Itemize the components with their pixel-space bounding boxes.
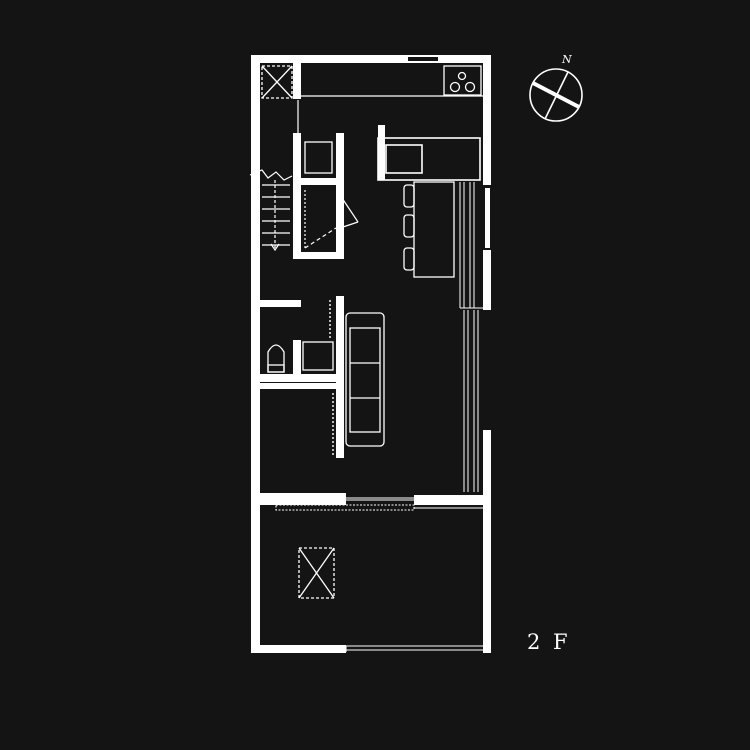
toilet-tank xyxy=(267,364,285,373)
island-wall xyxy=(378,125,385,180)
sofa-body xyxy=(345,312,385,447)
bath-wall-top xyxy=(260,300,301,307)
dining-table xyxy=(413,181,455,278)
void-cross-2 xyxy=(261,65,293,99)
bath-wall-right xyxy=(293,340,301,375)
wall-floor-divider-right xyxy=(414,495,491,505)
exterior-walls xyxy=(251,55,491,653)
chair-1 xyxy=(403,184,415,208)
hall-wall xyxy=(336,296,344,382)
stove-top xyxy=(443,65,482,96)
east-glazing xyxy=(459,182,483,492)
north-arrow-icon xyxy=(529,68,583,122)
wall-east-upper xyxy=(483,55,491,185)
wall-floor-divider-left xyxy=(251,493,346,505)
closet-wall-west xyxy=(293,133,301,258)
sofa xyxy=(345,312,385,447)
louvre-strip xyxy=(275,504,415,511)
south-glazing xyxy=(345,645,483,652)
wall-south-left xyxy=(251,645,346,653)
east-wall-pier-1 xyxy=(485,188,490,248)
stove-burner-3 xyxy=(457,71,467,81)
floor-label: 2 F xyxy=(527,630,571,654)
upper-closet-fixture xyxy=(304,141,333,174)
staircase xyxy=(249,169,293,252)
sofa-seat xyxy=(349,327,381,433)
toilet xyxy=(267,344,285,373)
stove xyxy=(443,65,482,96)
toilet-bowl xyxy=(267,344,285,373)
stove-burner-2 xyxy=(464,81,476,93)
bath-walls xyxy=(253,296,344,458)
door-swing xyxy=(304,190,359,250)
dining-table-set xyxy=(403,181,455,278)
void-box xyxy=(261,65,293,99)
closet-wall-mid xyxy=(293,178,344,185)
stove-burner-1 xyxy=(449,81,461,93)
kitchen-island xyxy=(377,125,481,181)
chair-3 xyxy=(403,247,415,271)
room-wall-top xyxy=(260,383,336,389)
room-wall-east xyxy=(336,382,344,458)
terrace-door xyxy=(275,497,483,511)
wall-west xyxy=(251,55,260,653)
wall-east-mid xyxy=(483,250,491,310)
bath-window xyxy=(253,312,257,332)
wash-basin xyxy=(302,341,334,371)
bath-wall-bottom xyxy=(260,374,344,382)
closet-wall-bottom xyxy=(293,252,344,259)
island-sink xyxy=(385,144,423,174)
partition-top xyxy=(293,63,301,99)
chair-2 xyxy=(403,214,415,238)
wall-east-terrace xyxy=(483,505,491,653)
wall-north xyxy=(251,55,491,63)
terrace-skylight xyxy=(298,547,335,599)
north-label: N xyxy=(562,53,572,66)
closet-block xyxy=(293,133,344,259)
north-window xyxy=(408,57,438,61)
room-window xyxy=(253,458,257,490)
east-wall-pier-2 xyxy=(485,432,490,492)
top-left-void xyxy=(261,65,293,99)
